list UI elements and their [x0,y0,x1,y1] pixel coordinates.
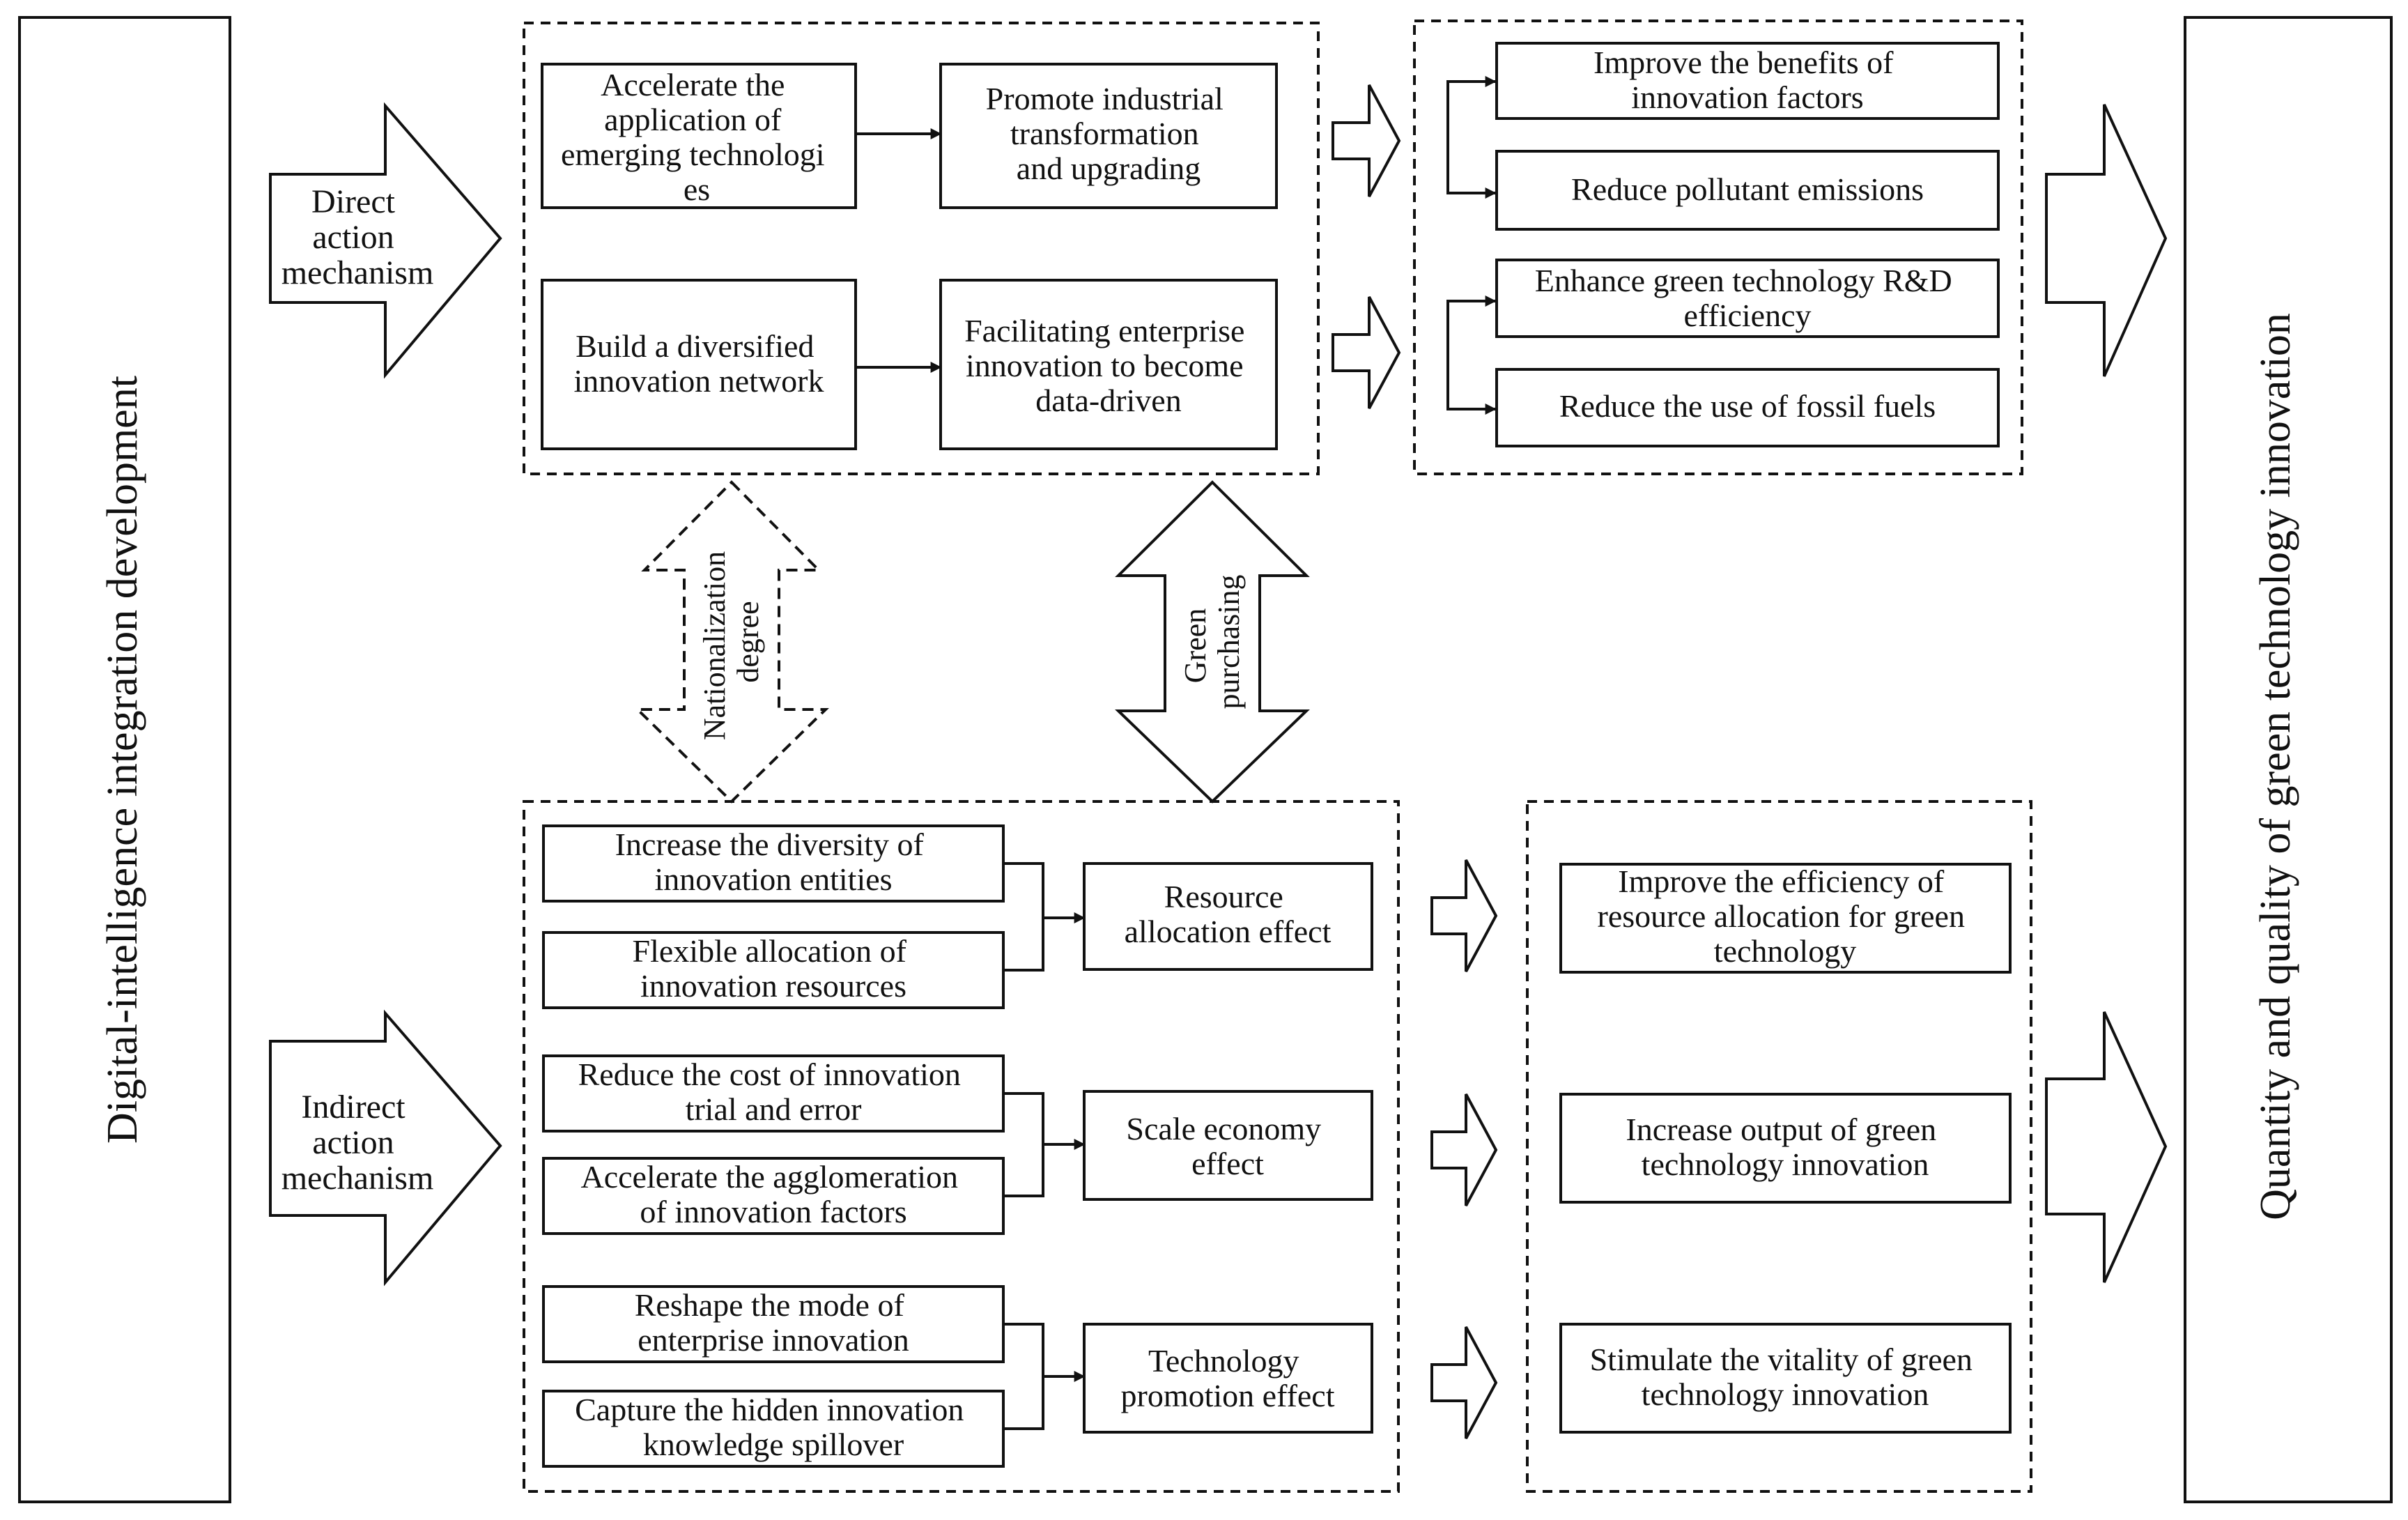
indirect-cause-box [542,1390,1005,1468]
indirect-outcome-box [1559,863,2012,974]
input-panel [18,16,231,1503]
direct-outcome-text: Enhance green technology R&D efficiency [1535,263,1961,333]
direct-source-text: Build a diversified innovation network [574,328,824,399]
group-connector [1003,862,1044,972]
direct-outcome-group [1413,20,2023,475]
indirect-outcome-text: Increase output of green technology inno… [1626,1112,1944,1182]
indirect-cause-text: Reduce the cost of innovation trial and … [578,1057,969,1127]
outcome-bracket [1446,80,1497,194]
indirect-outcome-arrow [1430,859,1498,972]
indirect-mechanism-group [523,800,1400,1493]
indirect-cause-text: Flexible allocation of innovation resour… [633,933,915,1004]
output-arrow-bottom [2045,1011,2168,1283]
indirect-outcome-box [1559,1093,2012,1204]
direct-source-box [541,279,857,450]
indirect-outcome-text: Stimulate the vitality of green technolo… [1590,1342,1981,1412]
direct-outcome-arrow [1332,84,1401,197]
direct-source-box [541,63,857,209]
direct-outcome-arrow [1332,296,1401,409]
output-arrow-top [2045,104,2168,377]
direct-target-box [939,279,1278,450]
direct-mechanism-group [523,22,1320,475]
indirect-effect-text: Resource allocation effect [1125,879,1332,949]
direct-outcome-text: Reduce pollutant emissions [1571,171,1924,207]
indirect-cause-box [542,824,1005,903]
indirect-cause-text: Increase the diversity of innovation ent… [615,827,932,897]
indirect-cause-box [542,1285,1005,1363]
indirect-mechanism-label: Indirect action mechanism [281,1089,434,1197]
nationalization-degree-label: Nationalization degree [697,544,765,740]
indirect-effect-box [1083,1090,1373,1201]
direct-outcome-box [1495,42,2000,120]
indirect-cause-text: Reshape the mode of enterprise innovatio… [635,1287,913,1358]
direct-outcome-box [1495,259,2000,338]
indirect-outcome-box [1559,1323,2012,1434]
indirect-cause-box [542,1157,1005,1235]
indirect-effect-box [1083,1323,1373,1434]
indirect-outcome-arrow [1430,1093,1498,1206]
direct-source-text: Accelerate the application of emerging t… [561,67,833,207]
direct-mechanism-arrow [269,102,502,379]
output-label: Quantity and quality of green technology… [2252,313,2299,1220]
indirect-outcome-text: Improve the efficiency of resource alloc… [1598,863,1973,969]
direct-mechanism-label: Direct action mechanism [281,183,434,291]
indirect-effect-text: Technology promotion effect [1121,1343,1335,1413]
direct-outcome-box [1495,368,2000,447]
indirect-cause-text: Capture the hidden innovation knowledge … [575,1392,972,1462]
group-connector [1003,1092,1044,1197]
direct-outcome-box [1495,150,2000,231]
direct-target-text: Promote industrial transformation and up… [986,81,1232,186]
group-connector [1003,1323,1044,1430]
indirect-effect-text: Scale economy effect [1126,1111,1329,1181]
indirect-cause-box [542,1054,1005,1133]
indirect-outcome-group [1526,800,2032,1493]
indirect-mechanism-arrow [269,1009,502,1287]
output-panel [2184,16,2393,1503]
direct-outcome-text: Improve the benefits of innovation facto… [1593,45,1901,115]
indirect-cause-text: Accelerate the agglomeration of innovati… [581,1159,966,1229]
outcome-bracket [1446,300,1497,410]
direct-outcome-text: Reduce the use of fossil fuels [1559,388,1936,424]
green-purchasing-label: Green purchasing [1178,574,1246,709]
direct-target-box [939,63,1278,209]
input-label: Digital-intelligence integration develop… [99,376,146,1144]
indirect-outcome-arrow [1430,1326,1498,1439]
indirect-effect-box [1083,862,1373,971]
direct-target-text: Facilitating enterprise innovation to be… [964,313,1253,418]
